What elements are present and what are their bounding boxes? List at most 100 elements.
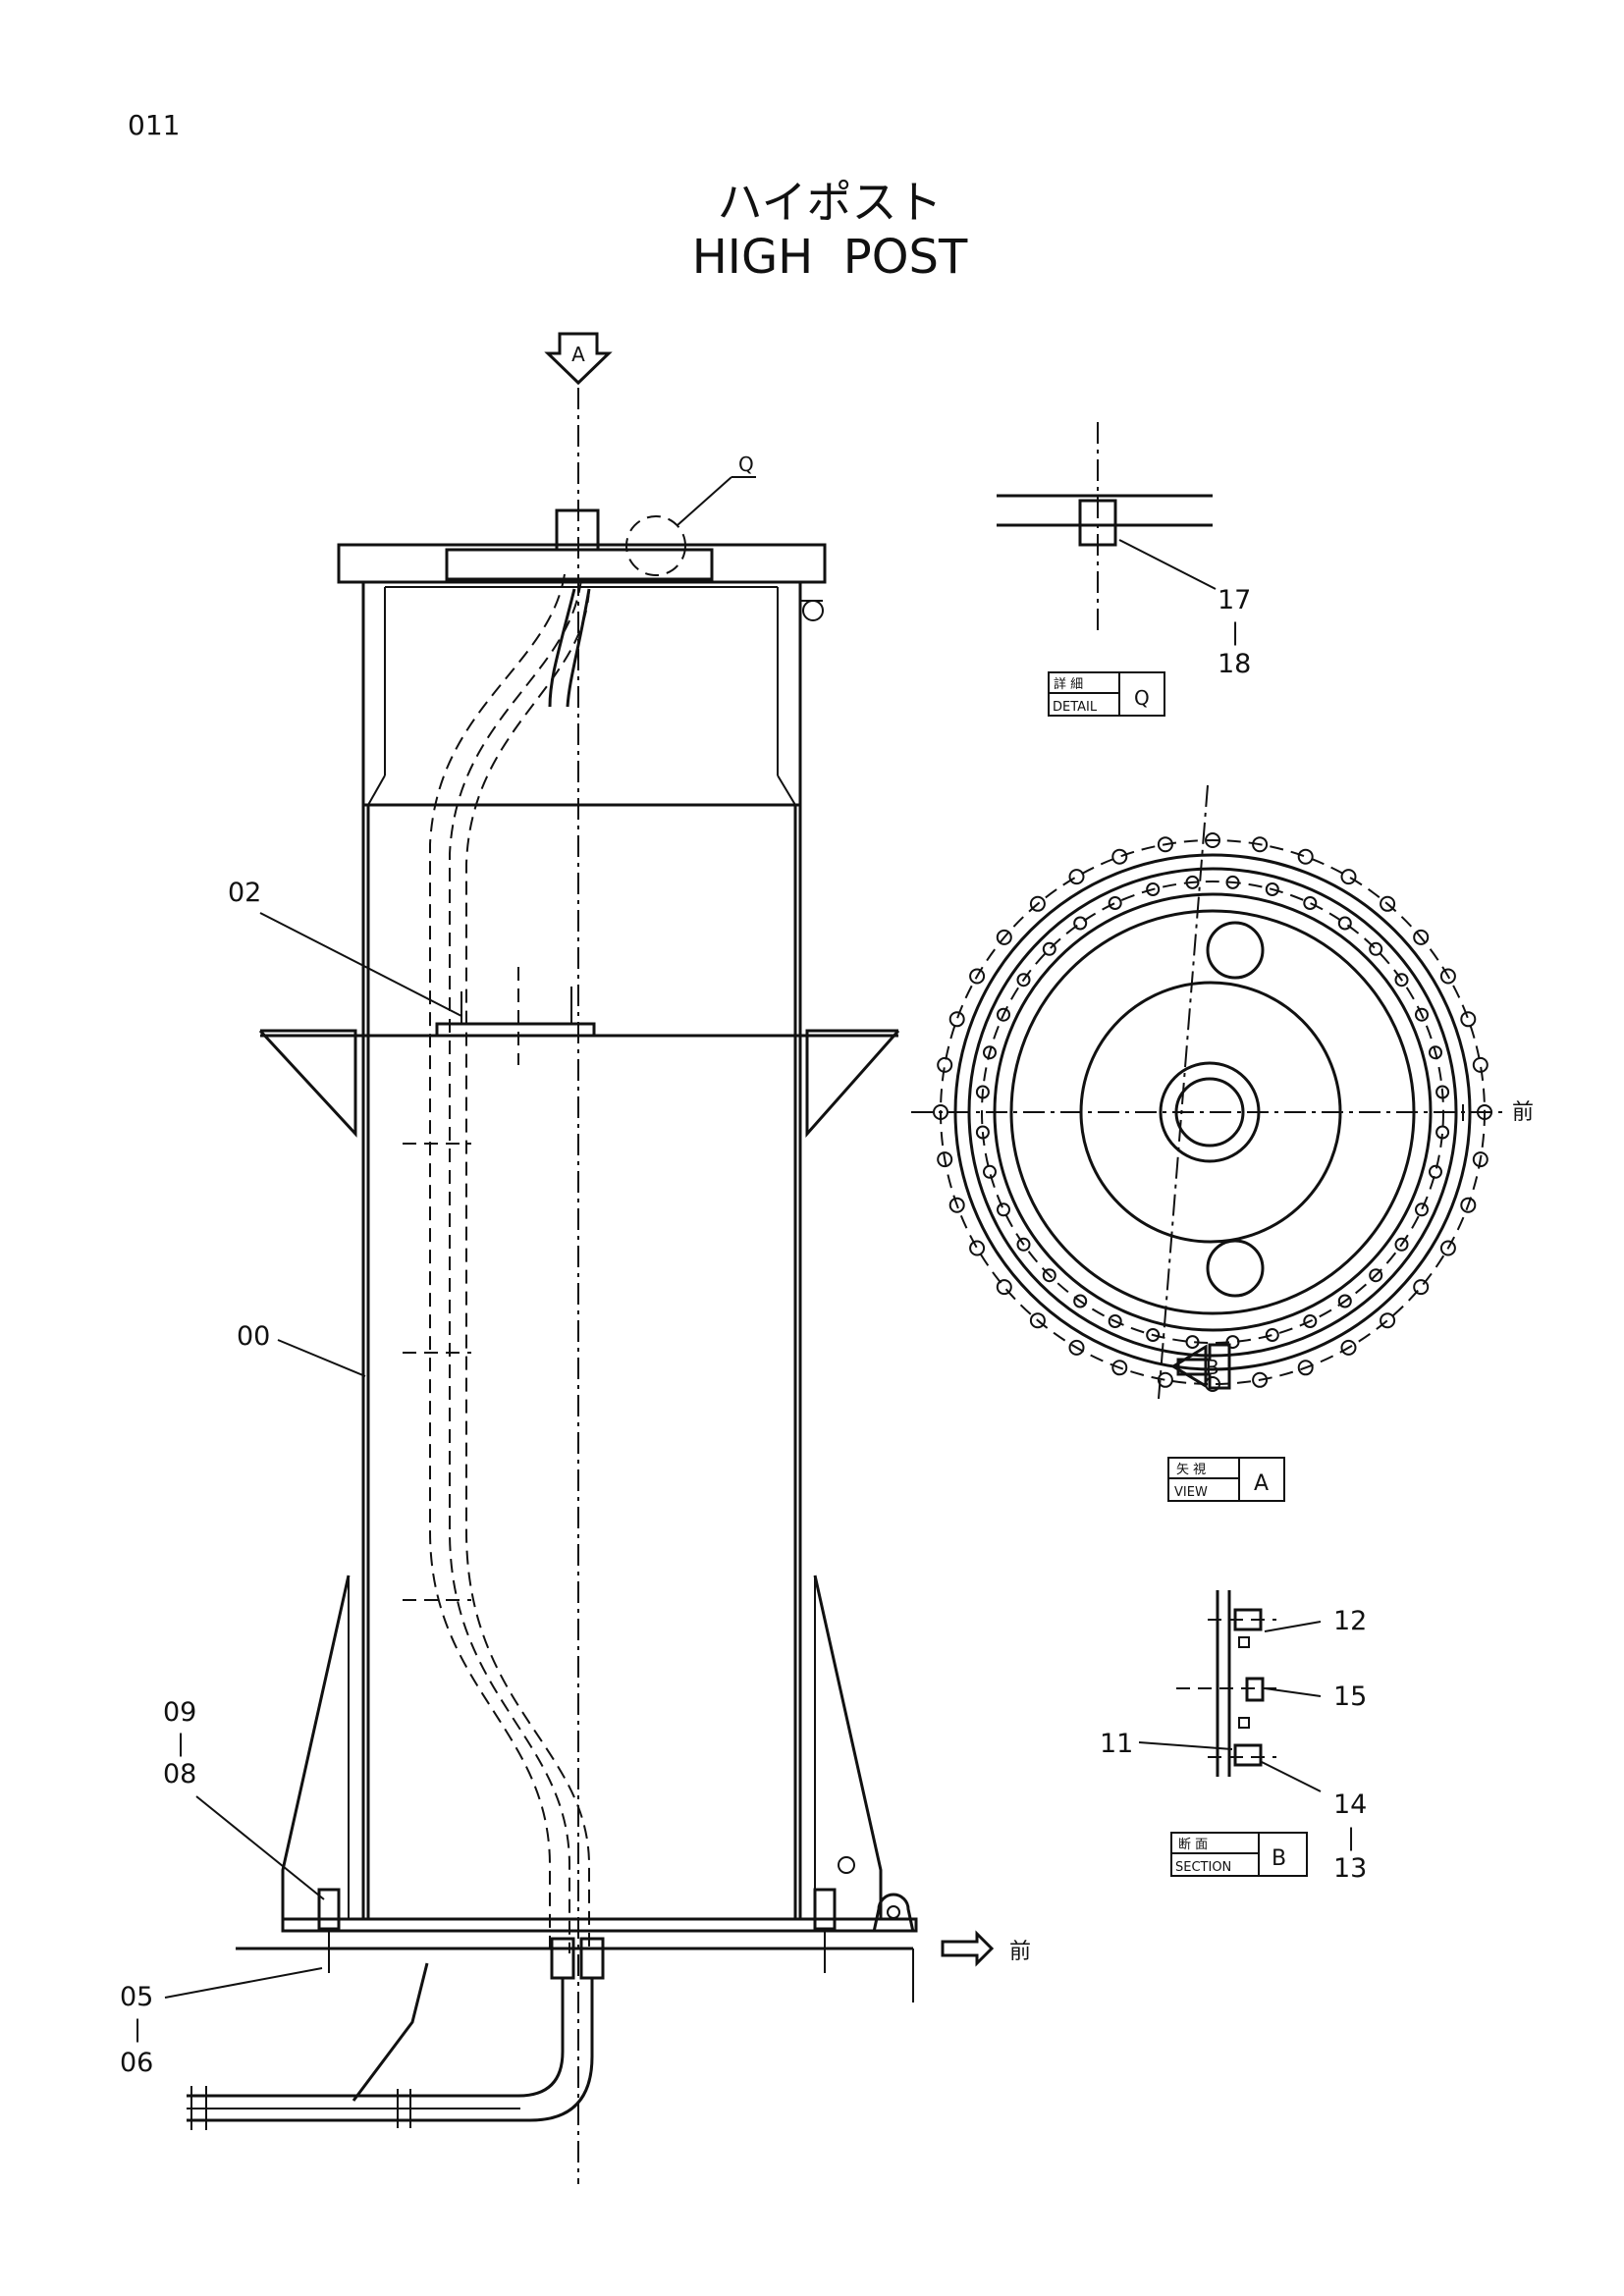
base-center-mark [838,1856,855,1874]
section-box-jp: 断 面 [1178,1838,1208,1852]
section-b-bolt-bottom [1233,1743,1263,1767]
section-b-nut-2 [1238,1717,1250,1729]
top-hose-outlet [548,588,576,708]
bolt-hole [1068,1339,1085,1356]
internal-hose-3 [465,588,590,1953]
bolt-hole [1337,1294,1352,1308]
leader-12 [1264,1621,1322,1632]
bolt-hole [1472,1151,1489,1168]
bolt-hole [1439,968,1456,985]
internal-hose-2 [449,578,582,1953]
right-wing [805,1029,900,1138]
bolt-hole [1297,1360,1314,1376]
label-15: 15 [1333,1682,1367,1712]
section-box-en: SECTION [1175,1860,1231,1875]
label-12: 12 [1333,1606,1367,1636]
detail-callout-box: 詳 細 DETAIL Q [1048,671,1165,717]
external-hose-diagonal [352,1962,429,2102]
detail-box-letter: Q [1134,686,1150,710]
view-a-bolt-holes [933,832,1492,1392]
section-b-bolt-mid [1245,1677,1265,1702]
detail-box-jp: 詳 細 [1054,676,1083,692]
bolt-hole [975,1125,990,1140]
bolt-hole [1205,832,1220,848]
base-plate [281,1917,918,1933]
label-05: 05 [120,1982,153,2012]
bolt-hole [1265,1328,1279,1342]
view-a-port-bottom [1206,1239,1265,1298]
lifting-lug-top [802,600,824,621]
label-14-13-dash: | [1347,1824,1355,1851]
leader-02 [259,912,462,1017]
section-b-view: 12 15 11 14 | 13 断 面 SECTION B [1100,1590,1367,1884]
view-a-top-view: 前 B 矢 視 VIEW A [911,784,1534,1502]
view-b-arrow: B [1170,1343,1231,1390]
view-a-hub-inner [1174,1077,1245,1148]
view-a-column-circle [1079,981,1342,1244]
bolt-hole [1185,875,1200,889]
left-lower-gusset [281,1575,351,1919]
bolt-hole [1157,836,1173,853]
label-17: 17 [1218,585,1251,615]
bolt-hole [1394,1237,1409,1252]
view-a-outer-bolt-circle [940,839,1486,1385]
bolt-hole [937,1056,953,1073]
bolt-hole [996,1279,1012,1296]
bolt-hole [1108,896,1122,910]
external-hose-bend-outer [187,1978,565,2098]
bolt-hole [1146,882,1161,896]
section-callout-box: 断 面 SECTION B [1170,1832,1308,1877]
top-fitting [555,508,600,552]
bolt-hole [1369,941,1383,956]
detail-q-leader [677,476,732,526]
bolt-hole [1337,916,1352,931]
view-a-arrow: A [544,332,613,386]
detail-q-view: 17 | 18 詳 細 DETAIL Q [997,422,1251,717]
detail-q-bolt-head [1078,499,1117,547]
bolt-hole [1472,1056,1489,1073]
bolt-hole [1111,1360,1128,1376]
bolt-hole [1225,875,1240,889]
view-a-ring-3 [1009,909,1416,1315]
bolt-hole [996,929,1012,945]
front-arrow-bottom: 前 [941,1930,1031,1967]
bolt-hole [1429,1164,1442,1179]
bolt-hole [1435,1125,1450,1140]
page-number: 011 [128,109,180,141]
front-label-right: 前 [1512,1100,1534,1125]
bolt-hole [997,1202,1010,1217]
bolt-hole [1303,896,1318,910]
bolt-hole [1252,836,1269,853]
bolt-hole [1340,1339,1357,1356]
bolt-hole [983,1164,997,1179]
label-02: 02 [228,878,261,908]
right-lower-gusset [813,1575,883,1919]
bolt-hole [983,1045,997,1060]
leader-00 [277,1339,366,1377]
base-lug [872,1893,915,1933]
view-a-port-top [1206,921,1265,980]
view-box-letter: A [1254,1471,1269,1496]
bolt-hole [1029,1312,1046,1329]
bolt-hole [1108,1314,1122,1328]
view-callout-box: 矢 視 VIEW A [1167,1457,1285,1502]
bolt-hole [1429,1045,1442,1060]
section-b-nut-1 [1238,1636,1250,1648]
bolt-hole [1415,1007,1429,1022]
bolt-hole [1460,1011,1477,1028]
bolt-hole [1380,895,1396,912]
bolt-hole [1068,869,1085,885]
view-b-arrow-letter: B [1206,1356,1219,1379]
label-13: 13 [1333,1853,1367,1884]
bolt-hole [948,1197,965,1213]
view-a-ring-2 [993,892,1433,1332]
bolt-hole [1029,895,1046,912]
bolt-hole [1415,1202,1429,1217]
main-elevation-view: A Q [120,332,1031,2184]
bolt-hole [1073,916,1088,931]
bolt-hole [1016,1237,1031,1252]
view-a-hub-outer [1159,1061,1261,1163]
label-18: 18 [1218,649,1251,679]
bolt-hole [1042,1268,1056,1283]
